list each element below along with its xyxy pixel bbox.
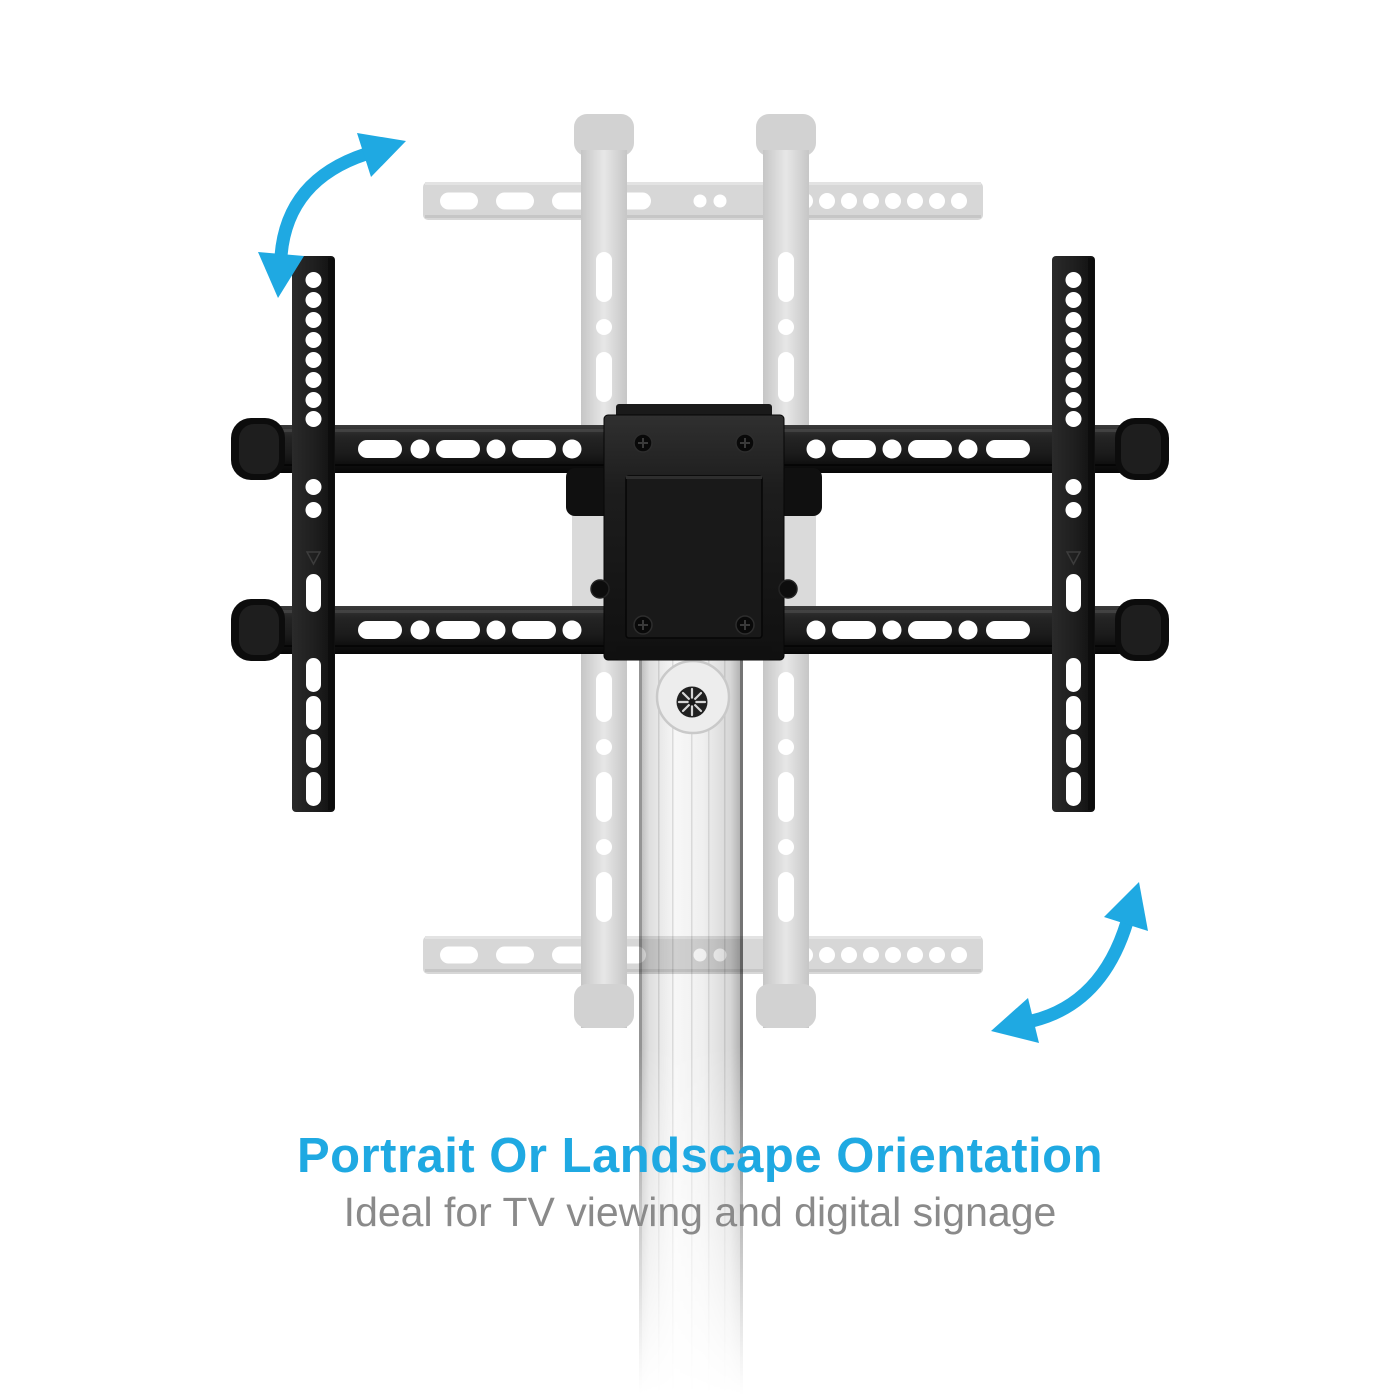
caption-subtitle: Ideal for TV viewing and digital signage — [343, 1188, 1057, 1235]
left-bracket — [292, 256, 335, 812]
molded-mark — [1065, 551, 1082, 566]
rotation-arrow-bottom-right — [991, 882, 1148, 1043]
arrow-shaft — [1025, 915, 1134, 1028]
arrow-head-icon — [357, 133, 406, 177]
cable-grommet — [655, 659, 731, 735]
stand-pole — [639, 628, 743, 1400]
ghost-arm-bottom — [423, 936, 983, 974]
ghost-arm-top — [423, 182, 983, 220]
landscape-mount — [231, 256, 1169, 812]
screws — [590, 433, 798, 635]
arrow-head-icon — [991, 998, 1039, 1043]
caption-title: Portrait Or Landscape Orientation — [296, 1129, 1104, 1183]
molded-mark — [305, 551, 322, 566]
center-pivot-box — [566, 404, 822, 661]
arrow-head-icon — [1104, 882, 1148, 931]
rotation-arrow-top-left — [258, 133, 406, 298]
arrow-head-icon — [258, 252, 304, 298]
arrow-shaft — [274, 147, 373, 263]
right-bracket — [1052, 256, 1095, 812]
caption-block: Portrait Or Landscape Orientation Ideal … — [0, 1129, 1400, 1235]
